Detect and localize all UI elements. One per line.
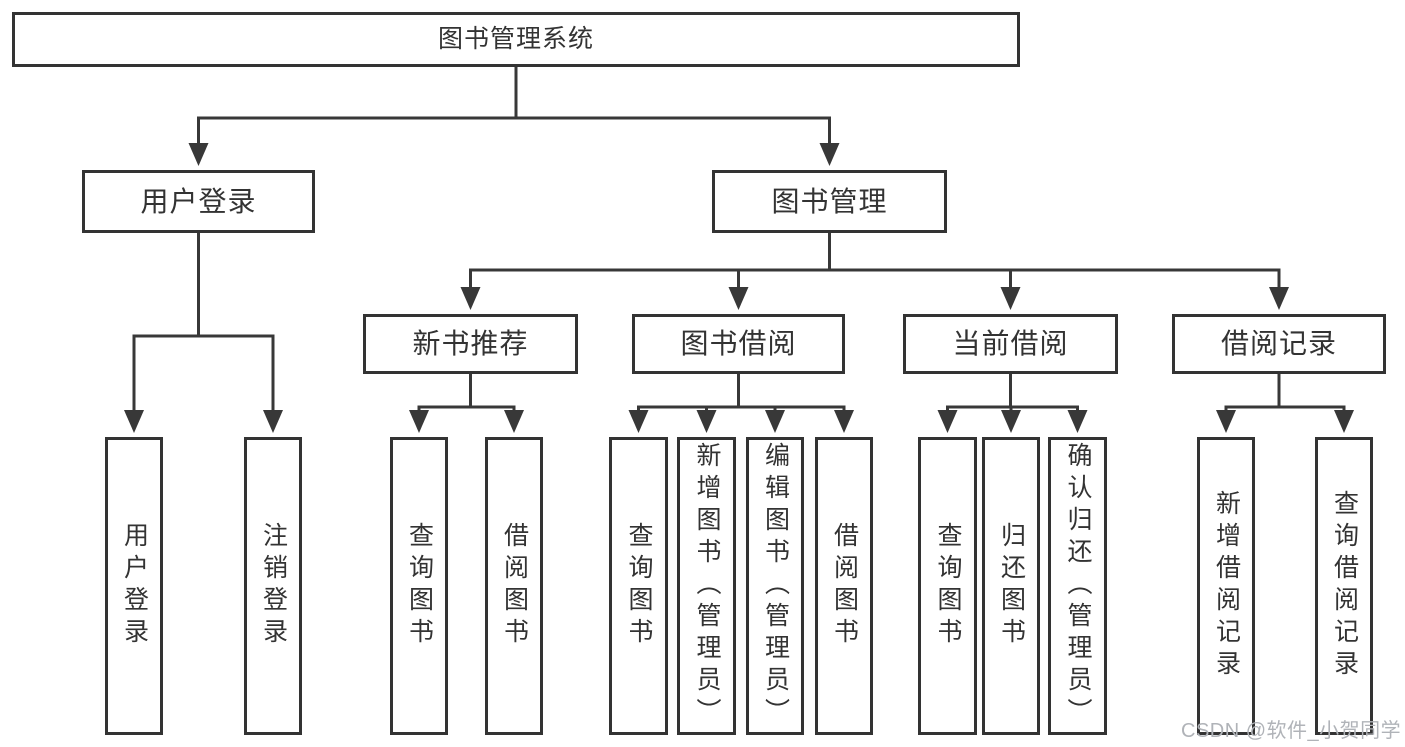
node-label: 注销登录 [259, 522, 288, 650]
node-label: 用户登录 [120, 522, 149, 650]
node-user-login: 用户登录 [82, 170, 315, 233]
node-label: 当前借阅 [952, 328, 1069, 359]
node-label: 编辑图书（管理员） [761, 442, 790, 730]
node-label: 查询图书 [405, 522, 434, 650]
node-system: 图书管理系统 [12, 12, 1020, 67]
node-label: 借阅图书 [500, 522, 529, 650]
node-return-books: 归还图书 [982, 437, 1040, 735]
node-label: 借阅记录 [1220, 328, 1337, 359]
arrowhead-down-icon [409, 410, 429, 433]
arrowhead-down-icon [504, 410, 524, 433]
node-label: 查询图书 [625, 522, 653, 650]
arrowhead-down-icon [124, 410, 144, 433]
node-label: 查询借阅记录 [1330, 490, 1359, 682]
node-label: 图书管理系统 [437, 25, 594, 53]
node-query-books-borrow: 查询图书 [609, 437, 668, 735]
node-label: 用户登录 [140, 185, 257, 217]
arrowhead-down-icon [460, 287, 481, 310]
node-new-book-recommend: 新书推荐 [363, 314, 578, 374]
arrowhead-down-icon [1067, 410, 1088, 433]
node-logout: 注销登录 [244, 437, 302, 735]
arrowhead-down-icon [628, 410, 649, 433]
node-borrow-books-main: 借阅图书 [815, 437, 873, 735]
node-book-borrowing: 图书借阅 [632, 314, 845, 374]
arrowhead-down-icon [1000, 287, 1021, 310]
node-label: 新增借阅记录 [1212, 490, 1241, 682]
node-confirm-return-admin: 确认归还（管理员） [1048, 437, 1107, 735]
node-label: 图书管理 [771, 185, 888, 217]
node-current-borrowing: 当前借阅 [903, 314, 1118, 374]
node-edit-books-admin: 编辑图书（管理员） [746, 437, 804, 735]
arrowhead-down-icon [1216, 410, 1236, 433]
arrowhead-down-icon [1334, 410, 1354, 433]
arrowhead-down-icon [765, 410, 785, 433]
node-label: 借阅图书 [830, 522, 859, 650]
node-label: 查询图书 [934, 522, 962, 650]
arrowhead-down-icon [263, 410, 283, 433]
arrowhead-down-icon [696, 410, 717, 433]
arrowhead-down-icon [937, 410, 958, 433]
node-user-login-leaf: 用户登录 [105, 437, 163, 735]
node-add-books-admin: 新增图书（管理员） [677, 437, 736, 735]
watermark: CSDN @软件_小贺同学 [1181, 720, 1402, 742]
arrowhead-down-icon [819, 143, 840, 166]
node-query-books-current: 查询图书 [918, 437, 977, 735]
arrowhead-down-icon [728, 287, 749, 310]
node-label: 归还图书 [997, 522, 1026, 650]
node-label: 新书推荐 [412, 328, 529, 359]
node-borrowing-records: 借阅记录 [1172, 314, 1386, 374]
arrowhead-down-icon [1269, 287, 1289, 310]
arrowhead-down-icon [834, 410, 854, 433]
arrowhead-down-icon [1001, 410, 1021, 433]
node-label: 新增图书（管理员） [693, 442, 721, 730]
node-borrow-books-recommend: 借阅图书 [485, 437, 543, 735]
node-query-borrow-record: 查询借阅记录 [1315, 437, 1373, 735]
node-label: 图书借阅 [680, 328, 797, 359]
node-book-management: 图书管理 [712, 170, 947, 233]
node-query-books-recommend: 查询图书 [390, 437, 448, 735]
node-add-borrow-record: 新增借阅记录 [1197, 437, 1255, 735]
node-label: 确认归还（管理员） [1064, 442, 1092, 730]
arrowhead-down-icon [188, 143, 209, 166]
